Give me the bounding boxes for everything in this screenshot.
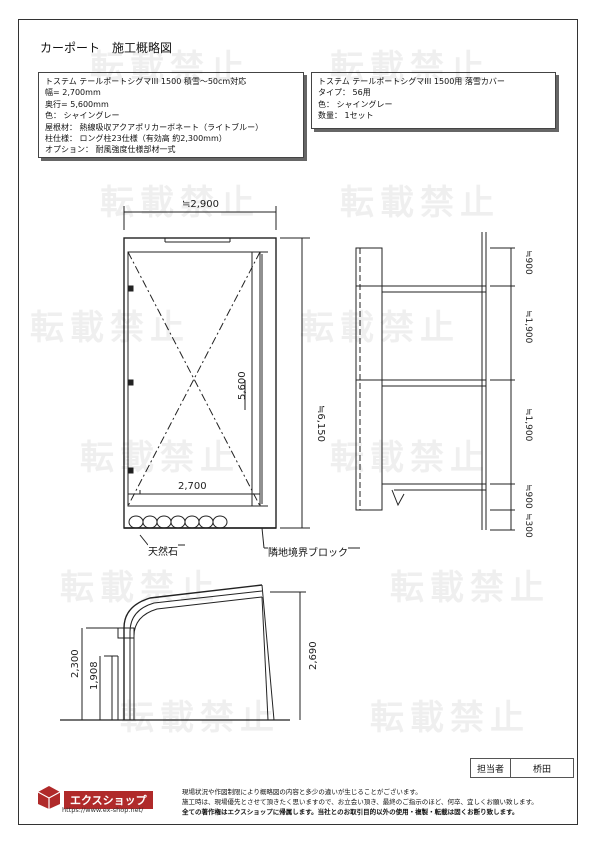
page-title: カーポート 施工概略図 xyxy=(40,41,173,55)
spec-line: 奥行= 5,600mm xyxy=(45,99,109,109)
spec-box-carport: トステム テールポートシグマIII 1500 積雪～50cm対応 幅= 2,70… xyxy=(38,72,304,158)
spec-line: トステム テールポートシグマIII 1500 積雪～50cm対応 xyxy=(45,77,247,86)
spec-line: トステム テールポートシグマIII 1500用 落雪カバー xyxy=(318,77,505,86)
dim-plan-depth-total: ≒6,150 xyxy=(315,405,326,442)
dim-side-900-top: ≒900 xyxy=(523,250,533,275)
dim-side-1900-a: ≒1,900 xyxy=(523,310,533,344)
dim-plan-width: ≒2,900 xyxy=(182,199,219,210)
spec-line: タイプ： 56用 xyxy=(318,88,371,98)
staff-box: 担当者 桥田 xyxy=(469,758,575,778)
spec-line: 色： シャイングレー xyxy=(318,99,393,109)
notice-line: 現場状況や作図制限により概略図の内容と多少の違いが生じることがございます。 xyxy=(182,788,422,796)
logo-url: https://www.ex-shop.net/ xyxy=(62,806,144,814)
dim-front-2690: 2,690 xyxy=(308,641,319,670)
spec-line: 柱仕様： ロング柱23仕様（有効高 約2,300mm） xyxy=(45,134,227,144)
spec-line: オプション： 耐風強度仕様部材一式 xyxy=(45,145,176,155)
logo-name: エクスショップ xyxy=(64,791,153,809)
label-boundary-block: 隣地境界ブロック xyxy=(268,544,348,559)
spec-line: 幅= 2,700mm xyxy=(45,88,101,98)
spec-box-snow-cover: トステム テールポートシグマIII 1500用 落雪カバー タイプ： 56用 色… xyxy=(311,72,556,129)
dim-side-1900-b: ≒1,900 xyxy=(523,408,533,442)
drawing-frame xyxy=(18,19,578,825)
side-post xyxy=(355,247,383,511)
dim-plan-depth-inner: 5,600 xyxy=(237,371,248,400)
staff-name: 桥田 xyxy=(510,758,575,778)
notice-line: 施工時は、現場優先とさせて頂きたく思いますので、お立会い頂き、最終のご指示のほど… xyxy=(182,798,538,806)
natural-stone-row xyxy=(128,515,228,529)
notice-text: 現場状況や作図制限により概略図の内容と多少の違いが生じることがございます。 施工… xyxy=(182,787,562,817)
notice-line: 全ての著作権はエクスショップに帰属します。当社とのお取引目的以外の使用・複製・転… xyxy=(182,808,519,816)
dim-plan-width-inner: 2,700 xyxy=(178,481,207,492)
dim-front-2300: 2,300 xyxy=(70,649,81,678)
dim-side-300: ≒300 xyxy=(523,513,533,538)
spec-line: 数量： 1セット xyxy=(318,111,374,121)
staff-label: 担当者 xyxy=(469,758,512,778)
plan-inner-frame xyxy=(127,251,261,507)
spec-line: 色： シャイングレー xyxy=(45,111,120,121)
logo-box-icon xyxy=(37,786,61,809)
spec-line: 屋根材： 熱線吸収アクアポリカーボネート（ライトブルー） xyxy=(45,122,264,132)
dim-side-900-bottom: ≒900 xyxy=(523,484,533,509)
dim-front-1908: 1,908 xyxy=(89,661,100,690)
label-natural-stone: 天然石 xyxy=(148,543,178,558)
